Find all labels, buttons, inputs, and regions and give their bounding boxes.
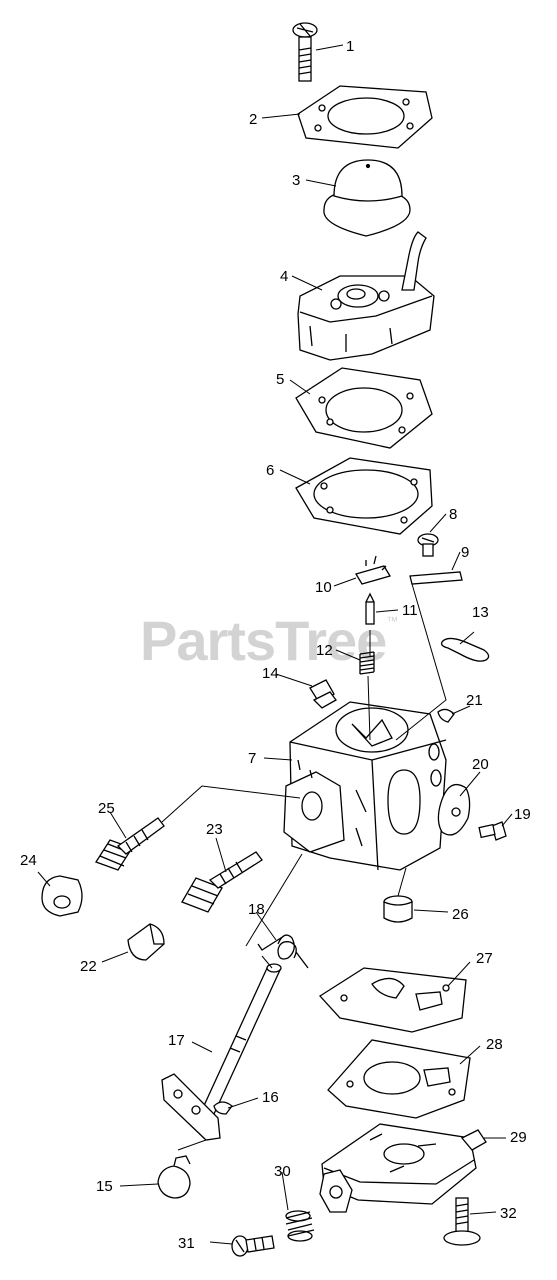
callout-10: 10 — [315, 579, 332, 596]
callout-17: 17 — [168, 1032, 185, 1049]
callout-25: 25 — [98, 800, 115, 817]
callout-18: 18 — [248, 901, 265, 918]
callout-22: 22 — [80, 958, 97, 975]
callout-28: 28 — [486, 1036, 503, 1053]
part-24-limiter-cap[interactable] — [41, 875, 83, 917]
callout-6: 6 — [266, 462, 274, 479]
callout-7: 7 — [248, 750, 256, 767]
callout-29: 29 — [510, 1129, 527, 1146]
callout-23: 23 — [206, 821, 223, 838]
part-11-needle[interactable] — [365, 592, 375, 625]
callout-8: 8 — [449, 506, 457, 523]
part-26-plug[interactable] — [383, 895, 413, 923]
part-17-throttle-shaft[interactable] — [161, 963, 282, 1141]
callout-labels: 1 2 3 4 5 6 7 8 9 10 11 13 12 14 15 16 1… — [20, 38, 531, 1252]
part-9-pin[interactable] — [409, 571, 463, 585]
part-25-adjusting-screw[interactable] — [95, 817, 165, 871]
part-19-screw[interactable] — [478, 821, 507, 841]
part-32-screw[interactable] — [443, 1197, 481, 1246]
part-15-knob[interactable] — [157, 1155, 191, 1199]
callout-31: 31 — [178, 1235, 195, 1252]
part-13-seal[interactable] — [440, 637, 490, 662]
callout-19: 19 — [514, 806, 531, 823]
part-1-screw[interactable] — [292, 22, 318, 82]
callout-14: 14 — [262, 665, 279, 682]
watermark-text: PartsTree — [140, 609, 387, 672]
callout-30: 30 — [274, 1163, 291, 1180]
part-27-gasket[interactable] — [318, 967, 467, 1033]
part-2-gasket[interactable] — [297, 85, 433, 149]
part-28-diaphragm[interactable] — [327, 1039, 471, 1119]
callout-21: 21 — [466, 692, 483, 709]
callout-1: 1 — [346, 38, 354, 55]
part-10-lever[interactable] — [355, 555, 391, 585]
part-23-adjusting-screw[interactable] — [181, 851, 263, 913]
callout-20: 20 — [472, 756, 489, 773]
callout-15: 15 — [96, 1178, 113, 1195]
part-4-pump-cover[interactable] — [297, 231, 435, 361]
callout-32: 32 — [500, 1205, 517, 1222]
callout-12: 13 — [472, 604, 489, 621]
part-12-spring[interactable] — [359, 651, 375, 675]
part-6-gasket[interactable] — [295, 457, 433, 535]
callout-27: 27 — [476, 950, 493, 967]
callout-3: 3 — [292, 172, 300, 189]
callout-9: 9 — [461, 544, 469, 561]
callout-5: 5 — [276, 371, 284, 388]
watermark: PartsTree™ — [140, 608, 398, 673]
leader-lines — [37, 44, 513, 1245]
part-5-diaphragm[interactable] — [295, 367, 433, 449]
callout-11: 11 — [402, 602, 418, 619]
part-7-carburetor-body[interactable] — [283, 701, 447, 871]
part-21-clip[interactable] — [437, 708, 455, 723]
part-14-plug[interactable] — [309, 679, 337, 709]
part-30-spring[interactable] — [285, 1210, 315, 1242]
part-29-metering-cover[interactable] — [319, 1123, 487, 1213]
watermark-trademark: ™ — [386, 614, 398, 628]
part-31-screw[interactable] — [231, 1235, 275, 1257]
callout-4: 4 — [280, 268, 288, 285]
part-16-clip[interactable] — [213, 1101, 233, 1115]
callout-24: 24 — [20, 852, 37, 869]
callout-16: 16 — [262, 1089, 279, 1106]
callout-2: 2 — [249, 111, 257, 128]
part-8-screw[interactable] — [417, 533, 439, 557]
part-3-primer-bulb[interactable] — [323, 159, 411, 237]
callout-13: 12 — [316, 642, 333, 659]
part-22-bushing[interactable] — [127, 923, 165, 961]
part-20-plate[interactable] — [437, 783, 471, 836]
part-18-torsion-spring[interactable] — [257, 934, 309, 969]
callout-26: 26 — [452, 906, 469, 923]
